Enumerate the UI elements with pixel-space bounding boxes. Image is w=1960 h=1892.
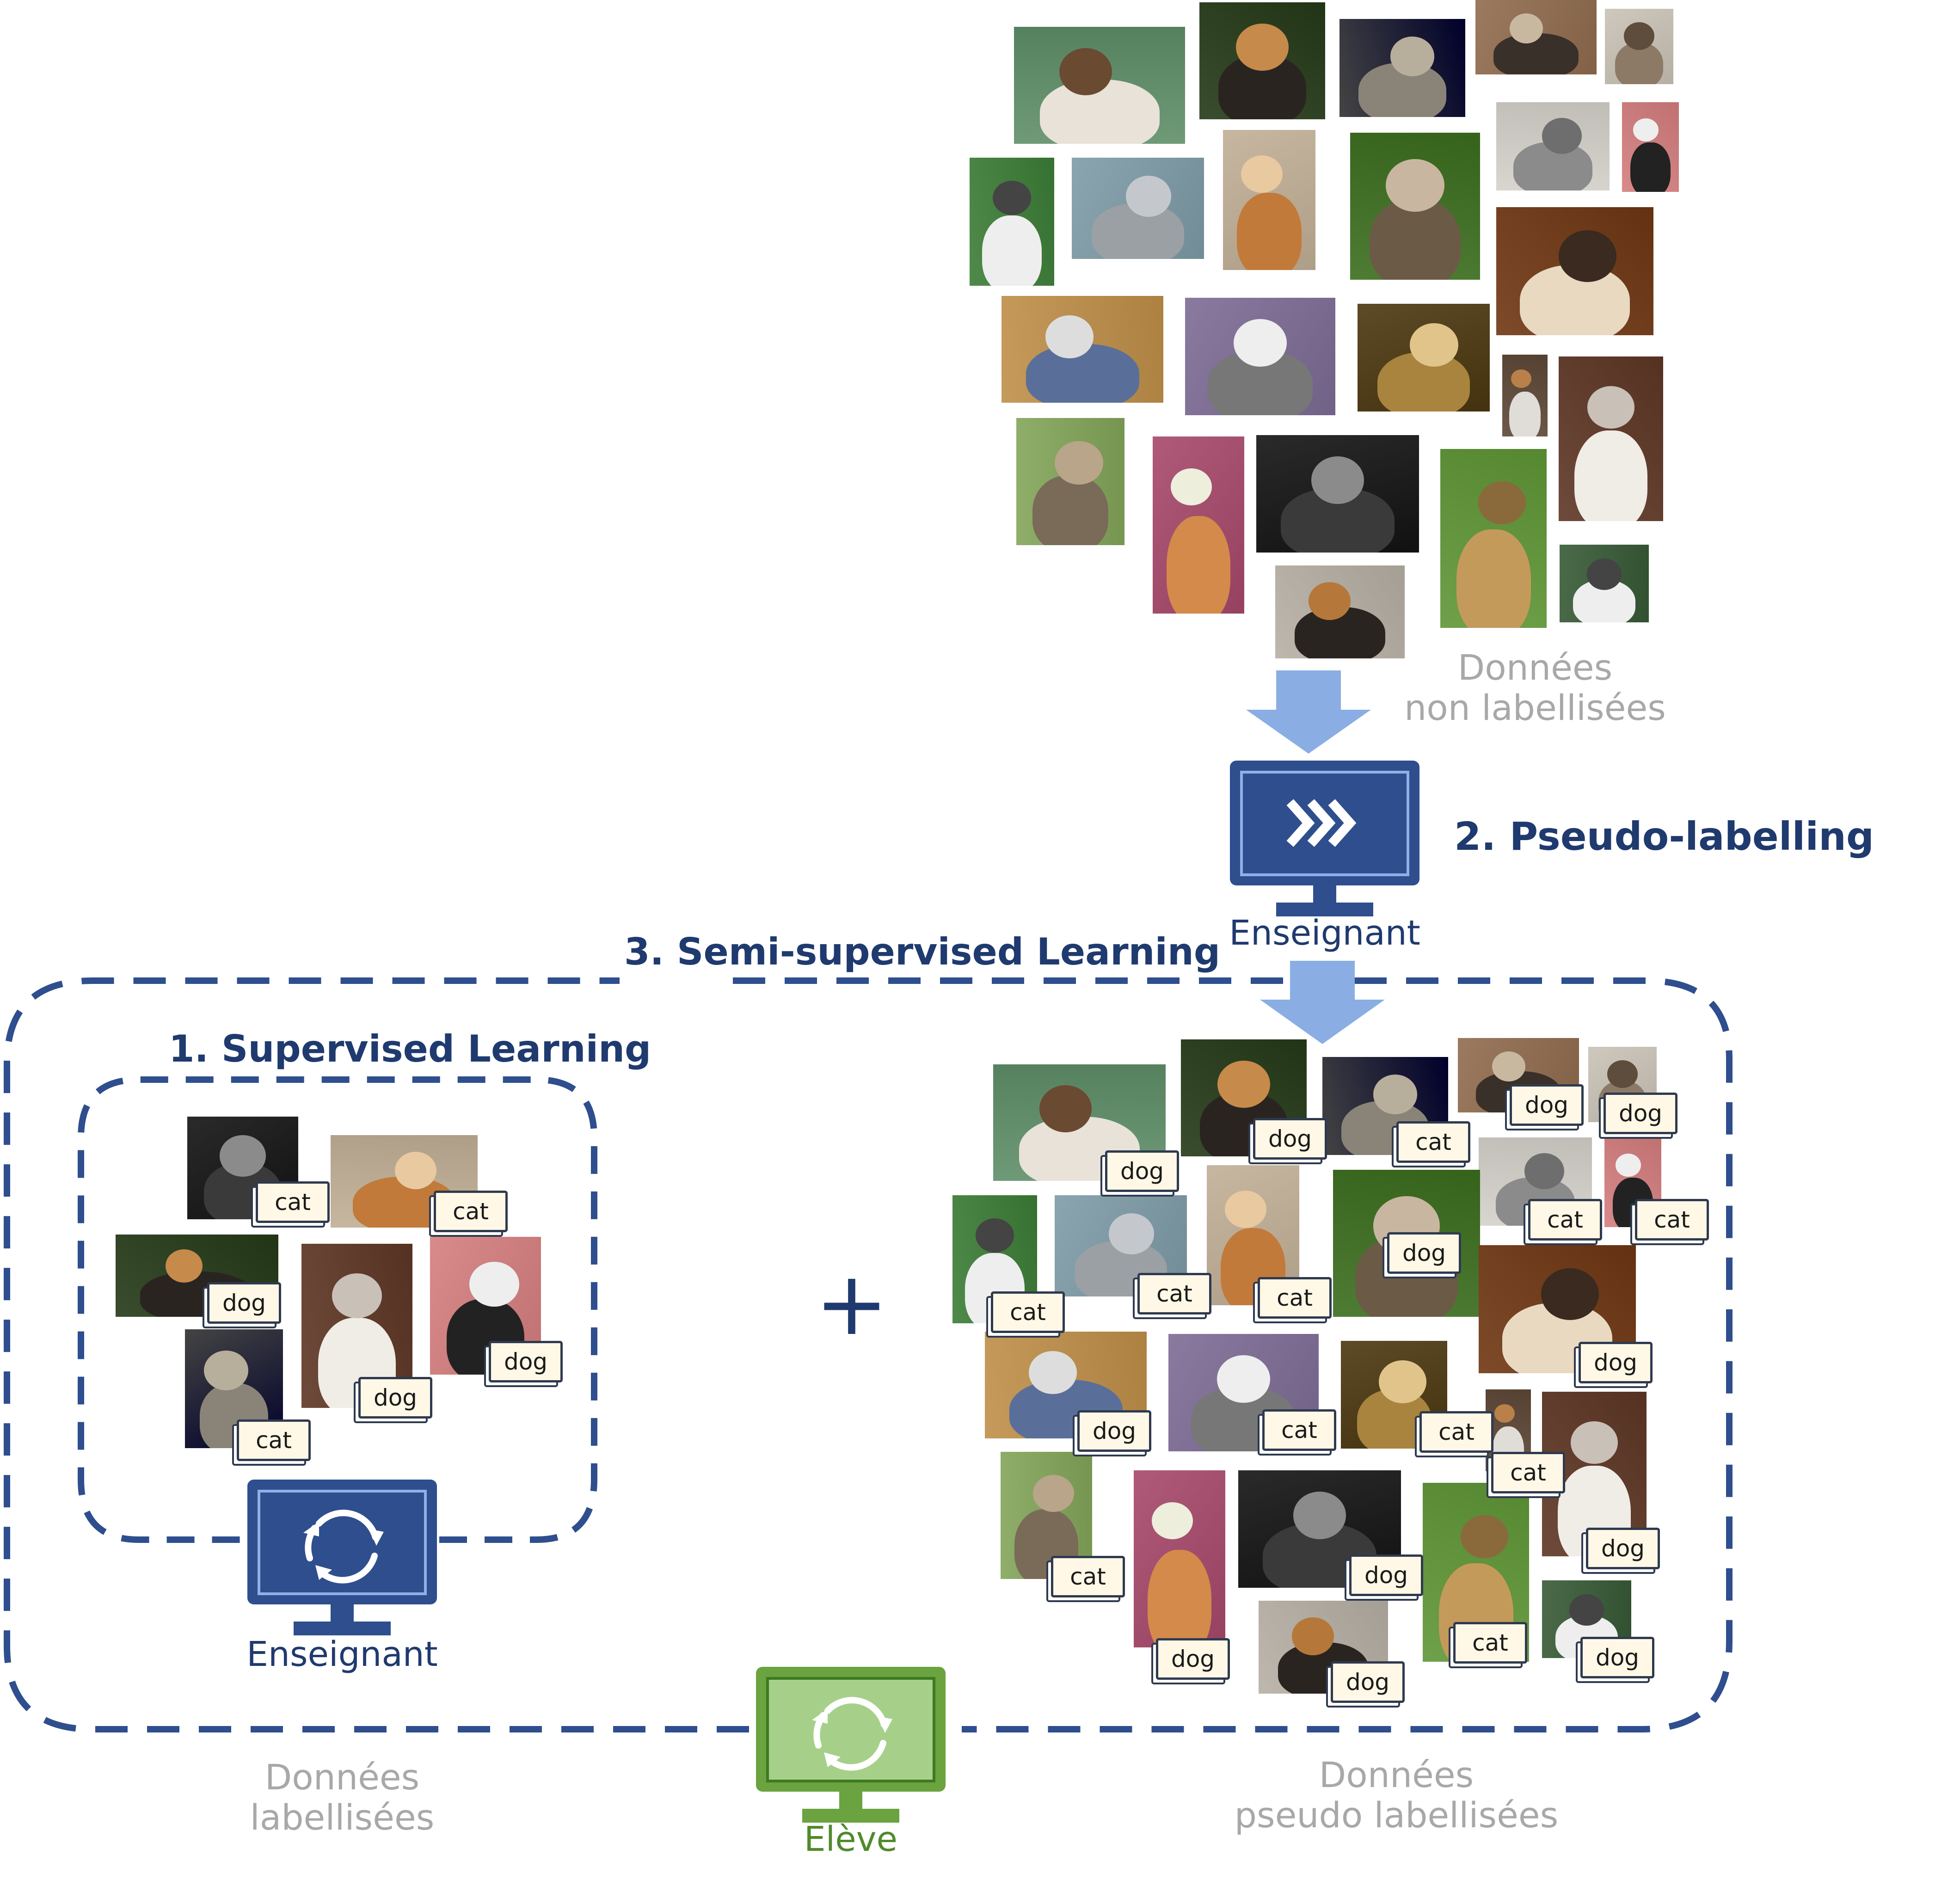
unlabelled-photo (1559, 356, 1663, 521)
unlabelled-photo (1016, 418, 1124, 545)
pseudo-label-tag: dog (1510, 1084, 1584, 1126)
unlabelled-photo (1440, 449, 1547, 628)
fast-forward-icon (1286, 799, 1357, 847)
labelled-tag: cat (434, 1191, 508, 1232)
teacher-monitor-pseudo (1228, 758, 1422, 920)
unlabelled-data-caption: Données non labellisées (1387, 647, 1683, 728)
plus-sign: + (815, 1253, 888, 1355)
pseudo-label-tag: dog (1331, 1661, 1405, 1703)
pseudo-labelled-photo (1604, 1137, 1661, 1227)
labelled-tag: dog (489, 1341, 563, 1382)
semi-supervised-title: 3. Semi-supervised Learning (624, 930, 1221, 973)
pseudo-label-tag: dog (1349, 1554, 1423, 1596)
pseudo-label-tag: cat (1396, 1121, 1470, 1163)
pseudo-label-tag: dog (1586, 1528, 1660, 1569)
unlabelled-photo (1014, 27, 1185, 144)
unlabelled-photo (1358, 304, 1490, 412)
pseudo-label-tag: dog (1387, 1232, 1461, 1274)
pseudo-label-tag: cat (1453, 1622, 1527, 1664)
labelled-tag: cat (256, 1181, 330, 1223)
unlabelled-photo (1496, 207, 1653, 335)
arrow-to-pseudo-labels (1260, 961, 1385, 1044)
pseudo-label-tag: dog (1253, 1118, 1327, 1160)
unlabelled-photo (1605, 9, 1673, 84)
unlabelled-photo (1502, 355, 1548, 436)
pseudo-label-tag: cat (1635, 1199, 1709, 1241)
semi-supervised-region (4, 977, 1733, 1732)
pseudo-labelling-title: 2. Pseudo-labelling (1454, 814, 1874, 859)
monitor-icon (1230, 761, 1419, 916)
unlabelled-photo (1256, 435, 1419, 553)
pseudo-label-tag: dog (1604, 1093, 1677, 1134)
pseudo-labelled-data-caption: Données pseudo labellisées (1221, 1755, 1572, 1836)
labelled-caption-line-1: Données (264, 1757, 420, 1798)
teacher-supervised-label: Enseignant (246, 1634, 438, 1674)
pseudo-label-tag: cat (1419, 1411, 1493, 1453)
pseudo-labelled-photo (1181, 1039, 1307, 1156)
unlabelled-photo (1223, 130, 1315, 270)
labelled-data-caption: Données labellisées (203, 1757, 481, 1838)
pseudo-label-tag: cat (1528, 1199, 1602, 1241)
pseudo-label-tag: cat (1491, 1452, 1565, 1493)
pseudo-label-tag: dog (1077, 1410, 1151, 1452)
unlabelled-photo (1339, 19, 1465, 117)
monitor-icon (247, 1480, 437, 1635)
unlabelled-photo (1622, 102, 1679, 192)
arrow-to-teacher (1246, 670, 1371, 754)
teacher-pseudo-label: Enseignant (1229, 913, 1420, 953)
pseudo-label-tag: cat (1137, 1273, 1211, 1315)
pseudo-label-tag: dog (1156, 1638, 1230, 1680)
student-label: Elève (804, 1819, 898, 1859)
unlabelled-photo (1199, 2, 1325, 119)
unlabelled-photo (1496, 102, 1610, 190)
unlabelled-caption-line-1: Données (1457, 647, 1613, 688)
teacher-monitor-supervised (245, 1477, 439, 1639)
labelled-tag: dog (358, 1377, 432, 1419)
pseudo-label-tag: dog (1579, 1342, 1653, 1383)
labelled-caption-line-2: labellisées (250, 1797, 435, 1838)
unlabelled-photo (1072, 158, 1204, 259)
pseudo-label-tag: dog (1580, 1637, 1654, 1678)
pseudo-label-tag: cat (991, 1291, 1065, 1333)
unlabelled-photo (1560, 545, 1649, 622)
labelled-tag: cat (237, 1419, 311, 1461)
pseudo-label-tag: dog (1105, 1150, 1179, 1192)
unlabelled-photo (1350, 133, 1480, 280)
unlabelled-photo (970, 158, 1054, 286)
unlabelled-photo (1002, 296, 1163, 403)
pseudo-label-tag: cat (1051, 1556, 1125, 1597)
unlabelled-photo (1475, 0, 1597, 74)
student-monitor (754, 1665, 948, 1826)
unlabelled-photo (1185, 298, 1335, 415)
pseudo-label-tag: cat (1262, 1409, 1336, 1451)
unlabelled-caption-line-2: non labellisées (1404, 687, 1666, 729)
pseudo-caption-line-2: pseudo labellisées (1234, 1794, 1559, 1836)
monitor-icon (756, 1667, 946, 1823)
pseudo-labelled-photo (1134, 1470, 1225, 1647)
unlabelled-photo (1275, 565, 1405, 658)
labelled-tag: dog (207, 1282, 281, 1324)
pseudo-label-tag: cat (1258, 1277, 1332, 1319)
supervised-title: 1. Supervised Learning (169, 1027, 651, 1070)
pseudo-caption-line-1: Données (1319, 1754, 1474, 1795)
pseudo-labelled-photo (1259, 1601, 1388, 1694)
supervised-region (78, 1076, 597, 1543)
unlabelled-photo (1153, 436, 1244, 614)
